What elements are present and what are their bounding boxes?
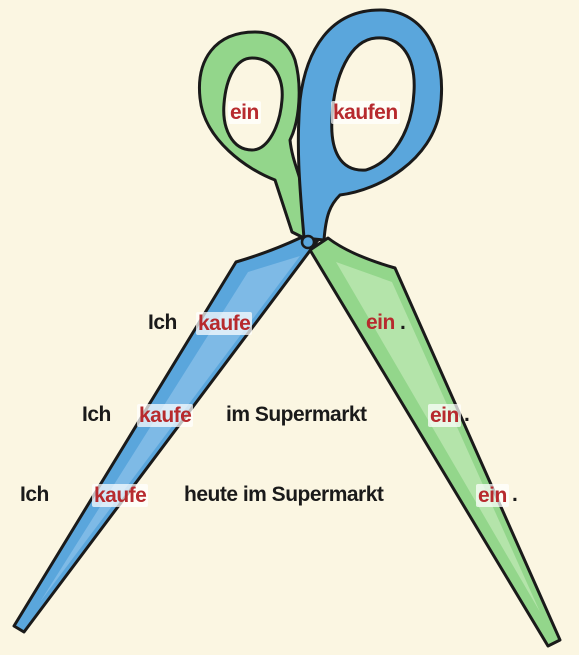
sentence-3-subject: Ich: [20, 484, 49, 505]
green-blade: [310, 238, 560, 646]
sentence-2-verb: kaufe: [137, 404, 193, 427]
sentence-3-verb: kaufe: [92, 484, 148, 507]
sentence-2-prefix: ein: [428, 404, 461, 427]
sentence-3-end: .: [512, 484, 517, 505]
sentence-2-subject: Ich: [82, 404, 111, 425]
sentence-1-end: .: [400, 312, 405, 333]
handle-label-right: kaufen: [331, 101, 400, 124]
sentence-3-prefix: ein: [476, 484, 509, 507]
sentence-1-verb: kaufe: [196, 312, 252, 335]
sentence-1-prefix: ein: [366, 312, 395, 333]
sentence-2-end: .: [464, 404, 469, 425]
sentence-2-middle: im Supermarkt: [226, 404, 367, 425]
handle-label-left: ein: [228, 101, 261, 124]
green-handle: [199, 32, 312, 242]
blue-handle: [298, 10, 441, 240]
blue-blade-highlight: [40, 256, 300, 602]
sentence-3-middle: heute im Supermarkt: [184, 484, 383, 505]
sentence-1-subject: Ich: [148, 312, 177, 333]
pivot-screw: [302, 236, 314, 248]
